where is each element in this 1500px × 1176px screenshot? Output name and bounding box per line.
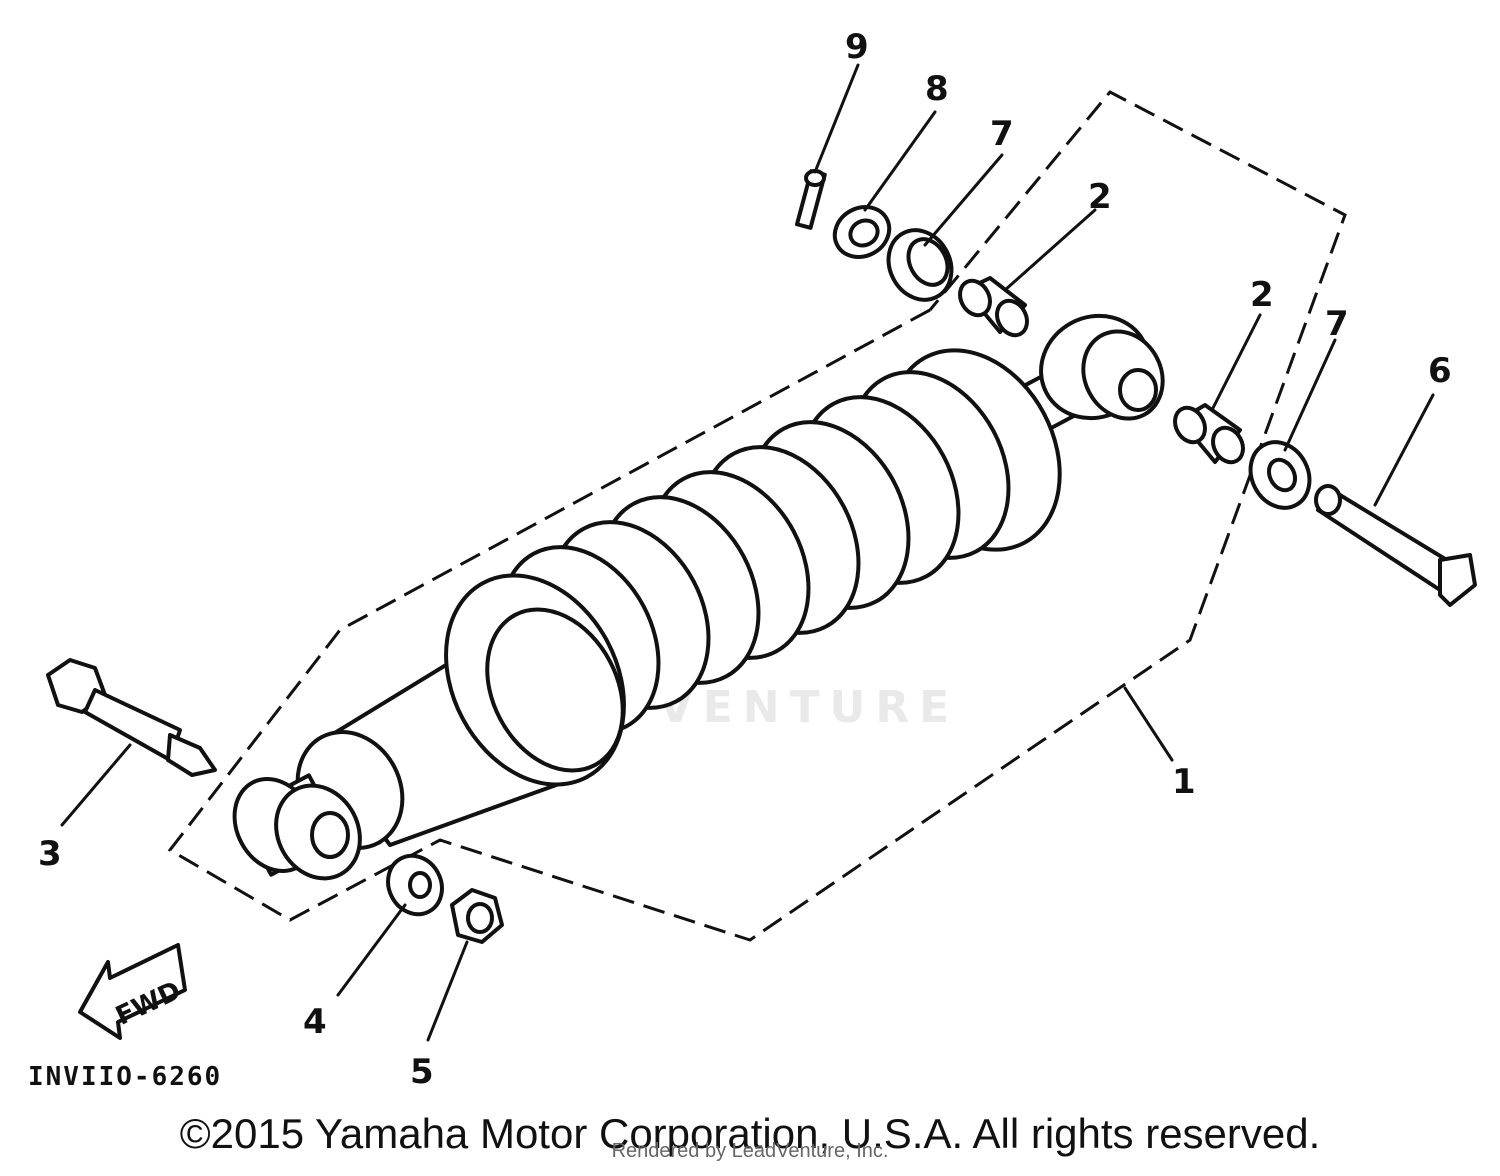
bolt-part-3 — [46, 658, 217, 777]
callout-4: 4 — [303, 1002, 327, 1042]
washer-part-8 — [832, 205, 892, 259]
bushing-part-2-top — [958, 276, 1029, 338]
callout-numbers: 9 8 7 2 2 7 6 1 3 4 5 — [38, 27, 1452, 1092]
oil-seal-part-7-right — [1248, 440, 1312, 510]
coil-spring — [444, 348, 1062, 787]
shock-absorber-assembly — [232, 313, 1165, 881]
bottom-mount-eye — [232, 773, 362, 881]
callout-5: 5 — [410, 1052, 434, 1092]
rendered-by-notice: Rendered by LeadVenture, Inc. — [611, 1140, 889, 1162]
drawing-code: INVIIO-6260 — [28, 1062, 222, 1092]
callout-7-right: 7 — [1325, 304, 1349, 344]
copyright-notice: ©2015 Yamaha Motor Corporation, U.S.A. A… — [179, 1110, 1321, 1157]
callout-2-right: 2 — [1250, 275, 1274, 315]
callout-6: 6 — [1428, 351, 1452, 391]
washer-part-4 — [386, 853, 444, 917]
callout-1: 1 — [1172, 762, 1196, 802]
callout-9: 9 — [845, 27, 869, 67]
pin-part-6 — [1314, 484, 1477, 607]
callout-7-top: 7 — [990, 114, 1014, 154]
callout-3: 3 — [38, 834, 62, 874]
nut-part-5 — [450, 888, 504, 944]
cotter-pin-part-9 — [794, 169, 827, 230]
bushing-part-2-right — [1173, 403, 1245, 465]
assembly-boundary — [167, 90, 1347, 942]
forward-direction-arrow: FWD — [78, 943, 187, 1040]
callout-8: 8 — [925, 69, 949, 109]
oil-seal-part-7-top — [886, 228, 954, 302]
callout-2-top: 2 — [1088, 177, 1112, 217]
leader-lines — [60, 63, 1435, 1042]
